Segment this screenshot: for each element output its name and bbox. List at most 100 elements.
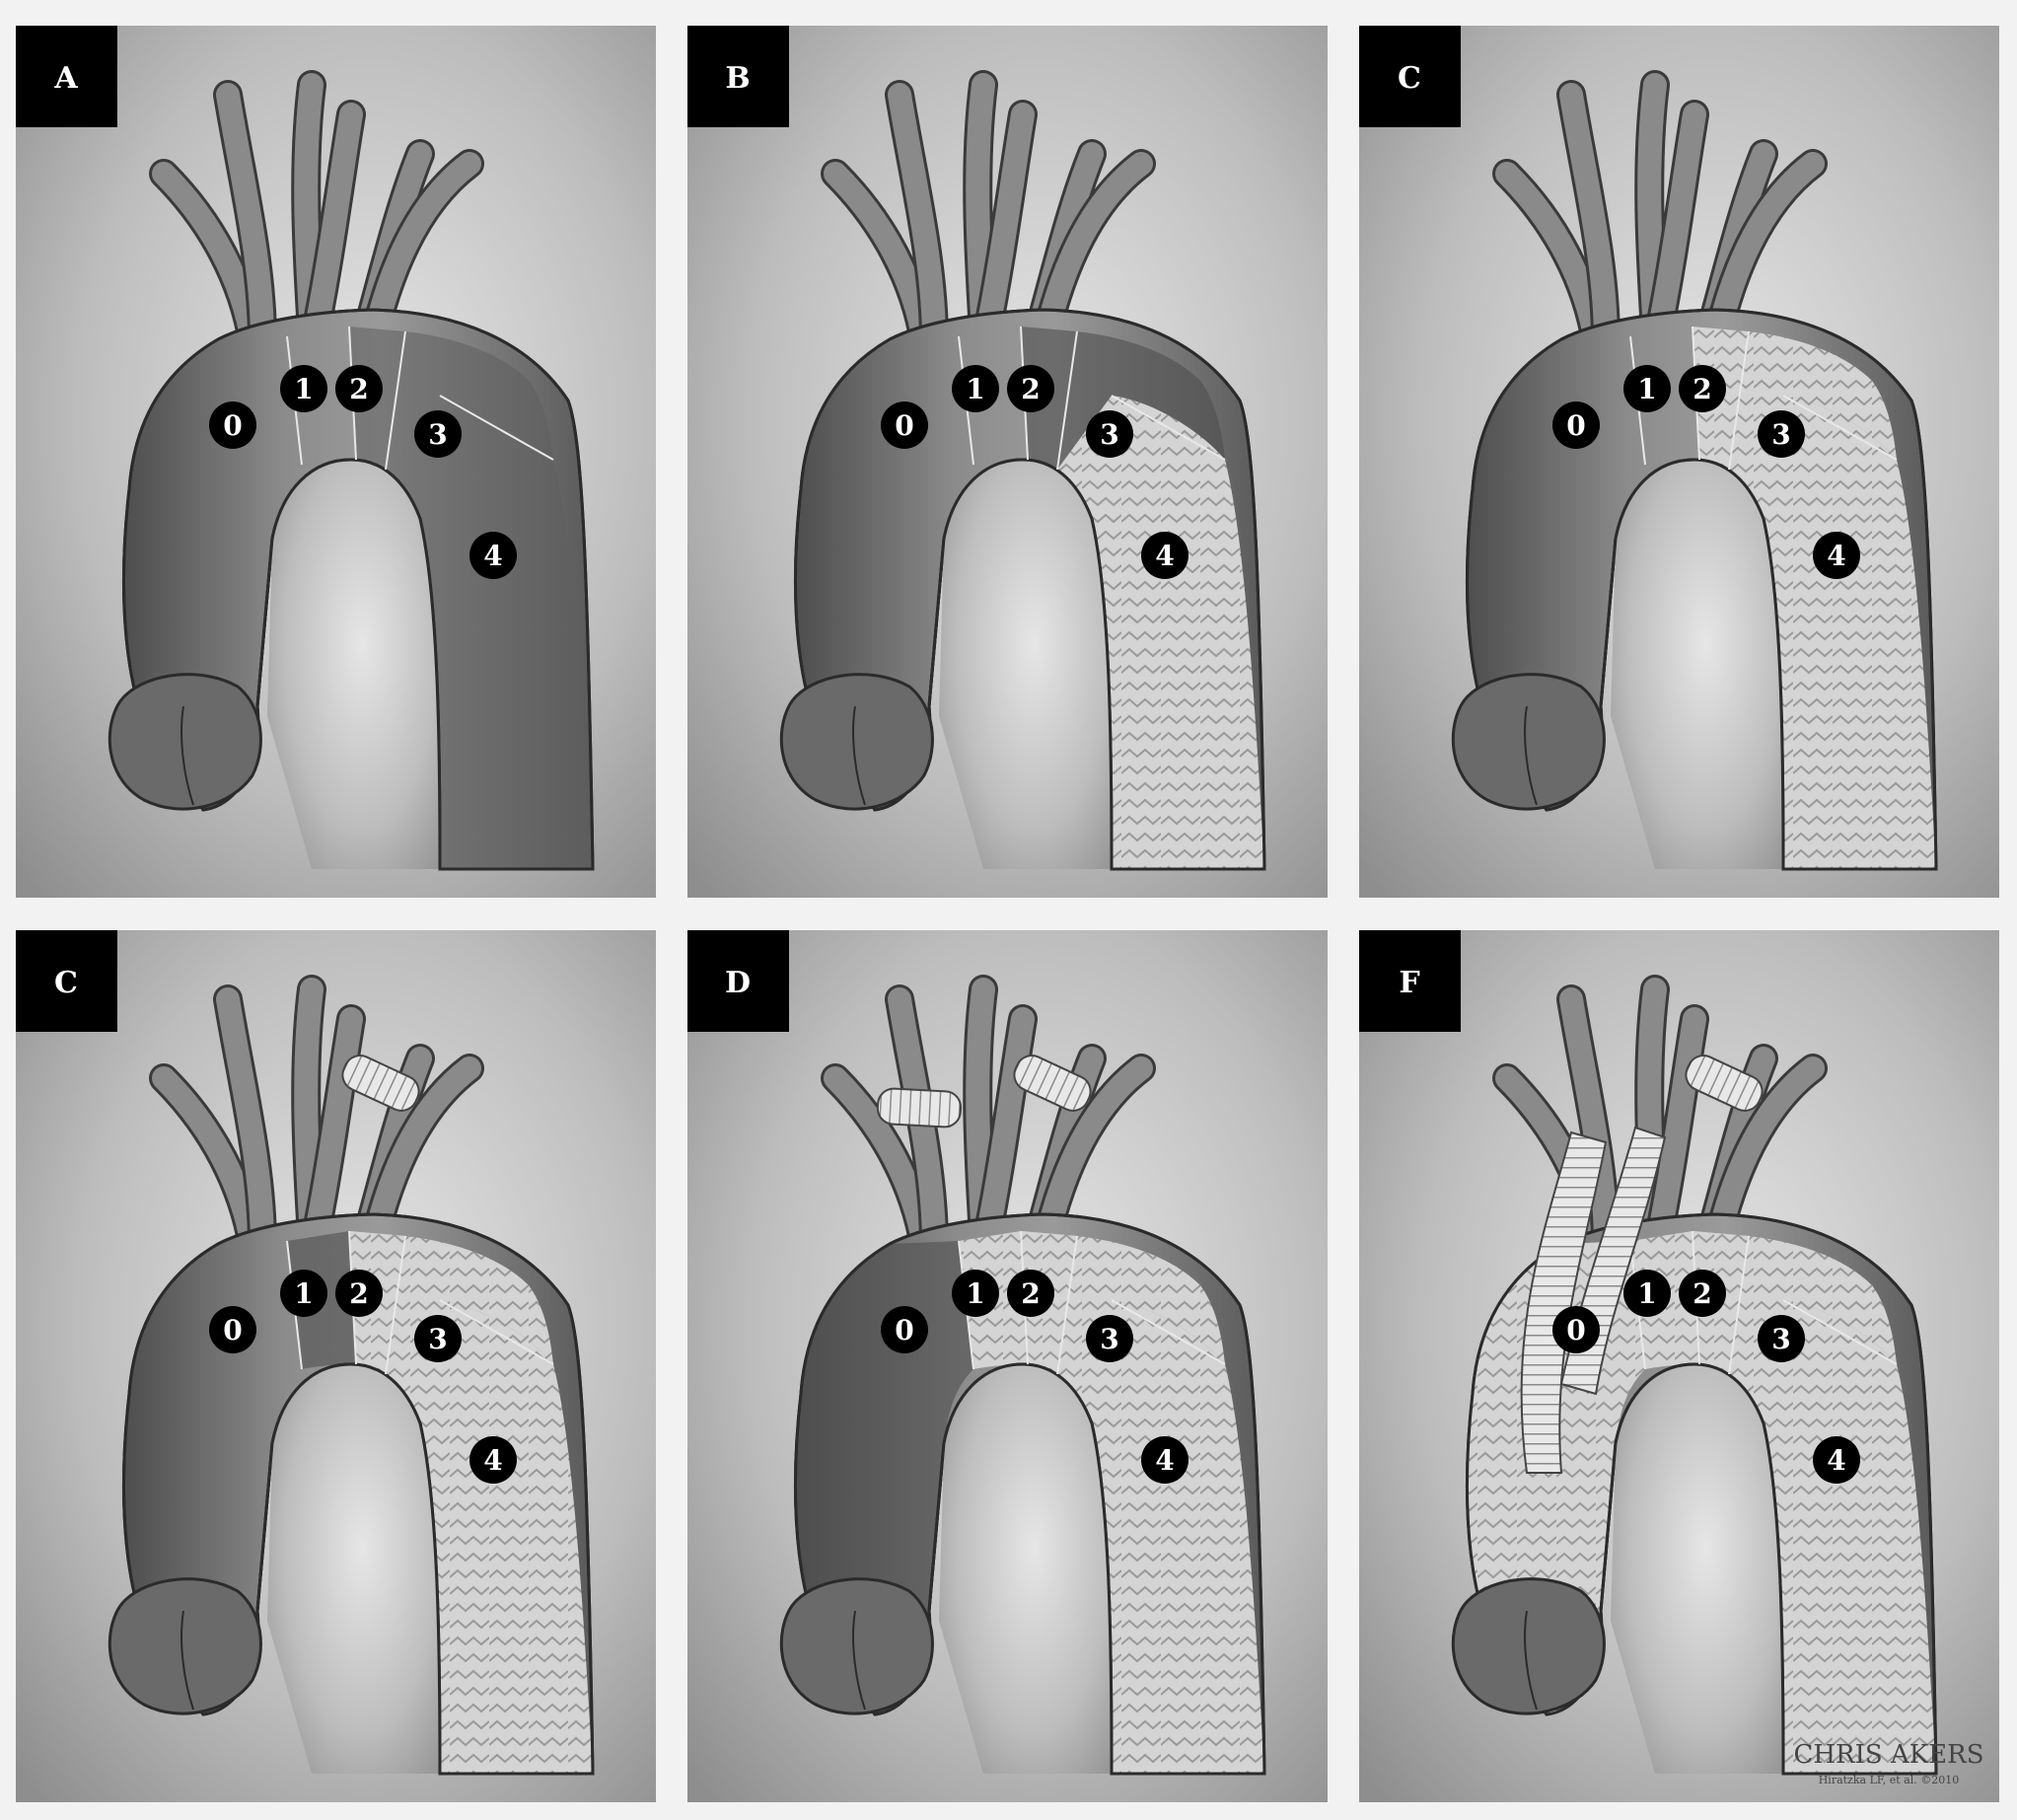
zone-marker-circle [414,1315,462,1362]
inner-arch-space [267,460,440,869]
zone-boundary-3 [439,395,554,461]
aortic-root [108,1577,262,1715]
zone-marker-label: 3 [428,418,447,451]
aortic-root [108,673,262,811]
zone-marker-4: 4 [1813,532,1860,579]
zone-marker-0: 0 [209,1306,256,1353]
zone-marker-circle [335,1270,383,1317]
zone-marker-circle [952,1270,999,1317]
panel-label-box [687,26,789,127]
zone-marker-0: 0 [1552,1306,1600,1353]
zone-marker-circle [1679,365,1726,412]
zone-marker-circle [1813,532,1860,579]
branch-vessel [976,1007,1035,1243]
zone-marker-label: 3 [428,1323,447,1355]
branch-vessel [1648,103,1706,338]
zone-marker-4: 4 [469,1436,517,1484]
zone-marker-circle [1086,1315,1133,1362]
zone-marker-label: 3 [1100,418,1118,451]
zone-marker-label: 4 [483,1444,502,1477]
inner-arch-space [1611,460,1783,869]
panel-label: F [1399,966,1419,1000]
zone-marker-2: 2 [335,365,383,412]
branch-vessel [1559,987,1618,1258]
inner-arch-outline [927,1362,1114,1775]
branch-vessel [1041,1056,1153,1228]
aortic-root [1451,1577,1606,1715]
panel-label: B [725,61,750,96]
zone-marker-label: 1 [294,373,313,405]
aortic-root-sinus-line [1524,705,1538,806]
zone-marker-1: 1 [952,1270,999,1317]
zone-marker-circle [1141,1436,1189,1484]
zone-marker-label: 2 [1693,1277,1711,1310]
inner-arch-space [939,1364,1112,1774]
zone-boundary-3 [1111,395,1226,461]
zone-marker-circle [414,410,462,458]
zone-marker-3: 3 [414,410,462,458]
zone-boundary-3 [1111,1299,1226,1365]
zone-marker-circle [1086,410,1133,458]
zone-marker-3: 3 [1758,1315,1805,1362]
zone-marker-label: 4 [483,540,502,572]
panel-label: C [1398,61,1421,96]
zone-marker-circle [469,1436,517,1484]
arch-branch-vessels [1492,70,1828,356]
zone-marker-label: 4 [1155,540,1174,572]
zone-marker-label: 2 [349,373,368,405]
zone-marker-0: 0 [881,1306,928,1353]
zone-marker-label: 3 [1100,1323,1118,1355]
branch-vessel [369,1056,481,1228]
zone-marker-label: 4 [1155,1444,1174,1477]
zone-marker-label: 1 [1637,373,1656,405]
zone-marker-label: 0 [1566,1314,1585,1347]
zone-marker-circle [1007,1270,1054,1317]
zone-marker-circle [1679,1270,1726,1317]
zone-marker-circle [1007,365,1054,412]
aortic-root [1451,673,1606,811]
inner-arch-space [1611,1364,1783,1774]
arch-branch-vessels [149,70,484,356]
arch-branch-vessels [821,70,1156,356]
zone-boundary-3 [1782,1299,1898,1365]
aortic-root-sinus-line [852,705,866,806]
zone-marker-circle [1552,401,1600,449]
signature-credit: Hiratzka LF, et al. ©2010 [1819,1774,1960,1786]
stent-graft-zone-4 [386,1300,593,1774]
stent-graft-zone-4 [1729,1300,1936,1774]
zone-boundary-2 [385,1235,406,1375]
branch-vessel [305,103,363,338]
zone-marker-2: 2 [335,1270,383,1317]
zone-marker-label: 2 [1693,373,1711,405]
zone-marker-circle [1623,365,1671,412]
zone-marker-3: 3 [414,1315,462,1362]
aortic-root-sinus-line [180,705,194,806]
zone-marker-circle [1758,410,1805,458]
aortic-root-sinus-line [1524,1610,1538,1711]
zone-marker-2: 2 [1679,1270,1726,1317]
zone-marker-circle [881,1306,928,1353]
zone-marker-label: 0 [223,1314,242,1347]
zone-marker-label: 0 [895,409,913,442]
zone-marker-circle [209,401,256,449]
carotid-subclavian-bypass-graft [1013,1055,1092,1112]
branch-vessel [216,987,274,1258]
zone-marker-0: 0 [209,401,256,449]
stent-graft-zone-4 [1729,396,1936,869]
inner-arch-outline [255,1362,442,1775]
zone-marker-4: 4 [1141,1436,1189,1484]
zone-marker-circle [469,532,517,579]
stent-graft-zone-4 [1057,396,1264,869]
aortic-root [779,1577,934,1715]
zone-marker-1: 1 [1623,365,1671,412]
zone-marker-0: 0 [881,401,928,449]
zone-marker-label: 0 [223,409,242,442]
zone-marker-label: 1 [1637,1277,1656,1310]
zone-marker-0: 0 [1552,401,1600,449]
branch-vessel [216,83,274,353]
